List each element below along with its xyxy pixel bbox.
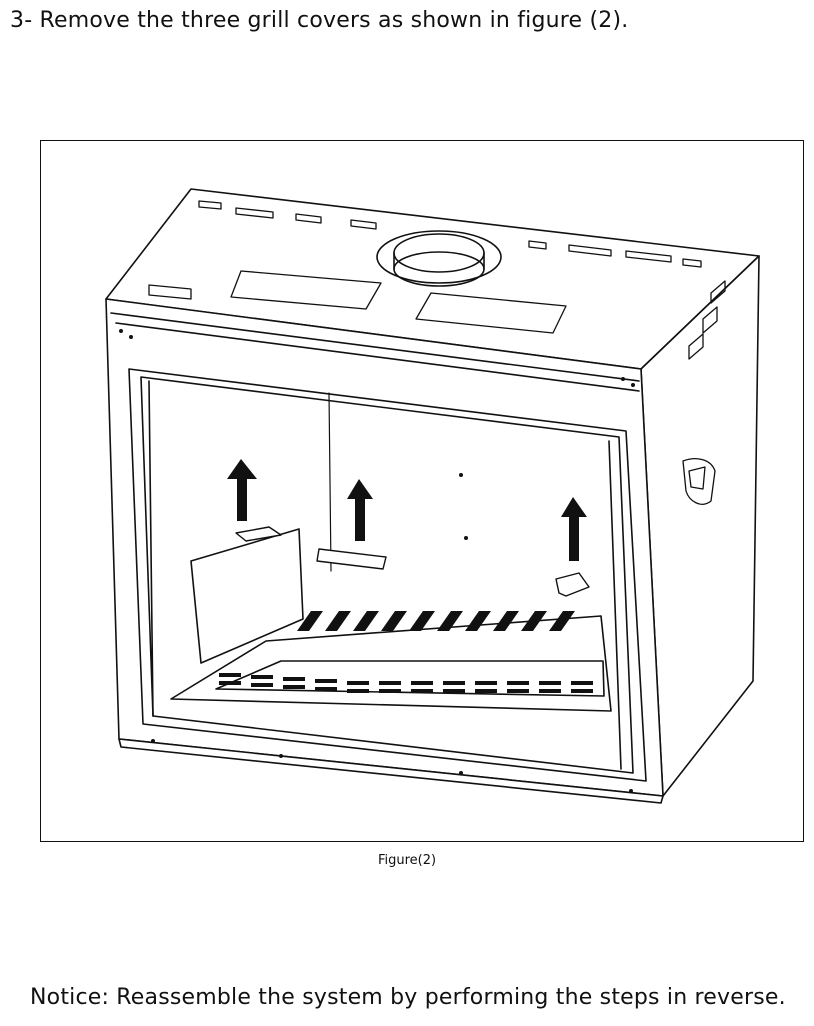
- figure-frame: [40, 140, 804, 842]
- up-arrow-icon: [227, 459, 587, 561]
- flue-collar: [376, 230, 502, 287]
- notice-text: Notice: Reassemble the system by perform…: [30, 985, 786, 1010]
- figure-caption: Figure(2): [377, 853, 437, 868]
- grill-louvers: [219, 611, 593, 693]
- side-slots: [682, 280, 726, 505]
- hearth-grate: [170, 615, 612, 712]
- fastener-holes: [119, 329, 635, 793]
- grill-cover-icon: [235, 526, 590, 597]
- fireplace-insert-drawing: [105, 188, 760, 804]
- top-slots: [148, 200, 702, 334]
- left-liner-panel: [190, 528, 304, 664]
- step-instruction: 3- Remove the three grill covers as show…: [10, 8, 629, 33]
